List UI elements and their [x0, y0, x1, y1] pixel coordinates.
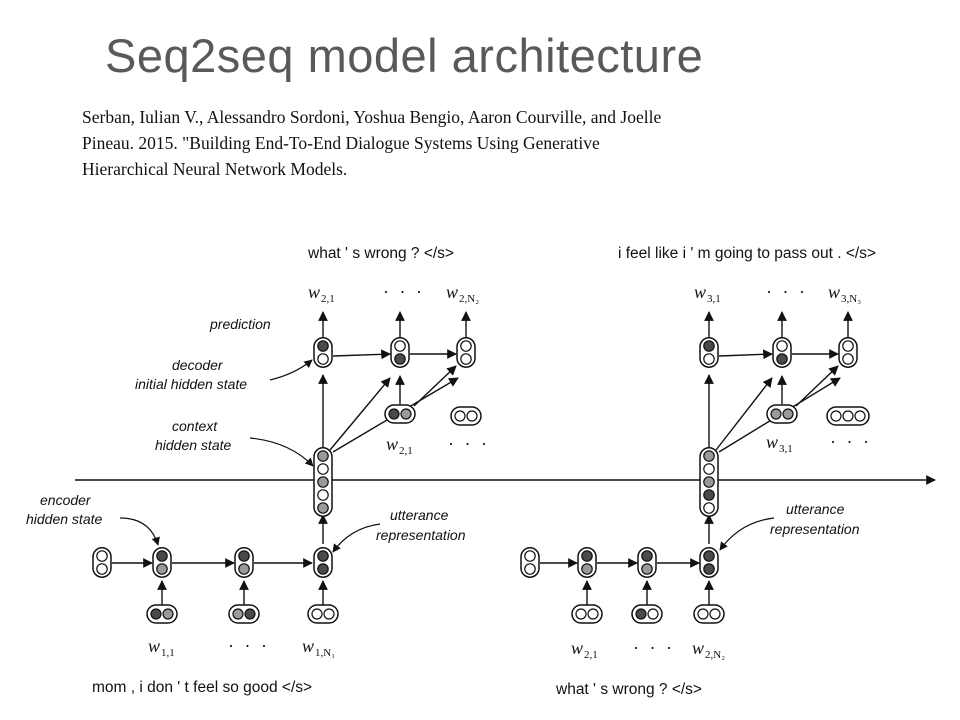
svg-text:w: w: [766, 432, 778, 452]
citation-line-2: Pineau. 2015. "Building End-To-End Dialo…: [82, 133, 600, 153]
pointer-encoder: [119, 517, 160, 546]
annotation-encoder-hidden-state: hidden state: [26, 511, 102, 527]
decoder-right-node-3: [838, 337, 858, 368]
pointer-decoder: [269, 359, 313, 381]
annotation-utterance-representation-right: representation: [770, 521, 860, 537]
context-node-left: [313, 447, 333, 517]
ellipsis-bottom-right: · · ·: [633, 638, 675, 658]
annotation-pointers: [119, 359, 775, 553]
decoder-left-node-1: [313, 337, 333, 368]
ellipsis-bottom-left: · · ·: [228, 636, 270, 656]
svg-text:w: w: [308, 282, 320, 302]
svg-text:1,N₁: 1,N₁: [315, 647, 335, 659]
decoder-right-node-2: [772, 337, 792, 368]
decoder-left-node-2: [390, 337, 410, 368]
pointer-context: [249, 437, 314, 467]
annotation-utterance-right: utterance: [786, 501, 845, 517]
svg-text:3,1: 3,1: [707, 293, 721, 305]
svg-text:2,1: 2,1: [584, 649, 598, 661]
ellipsis-decoder-right: · · ·: [830, 432, 872, 452]
encoder-right-initial-node: [520, 547, 540, 578]
embedding-left-2: [228, 604, 260, 624]
annotation-utterance-representation-left: representation: [376, 527, 466, 543]
svg-text:w: w: [828, 282, 840, 302]
dec-r-in-3: [795, 365, 839, 407]
annotation-encoder: encoder: [40, 492, 92, 508]
pointer-utterance-right: [719, 517, 775, 551]
embedding-right-1: [571, 604, 603, 624]
annotation-decoder: decoder: [172, 357, 224, 373]
svg-text:2,1: 2,1: [321, 293, 335, 305]
ctx-r-to-dec-2: [715, 377, 773, 451]
svg-text:w: w: [446, 282, 458, 302]
encoder-right-node-2: [637, 547, 657, 578]
encoder-left-node-3: [313, 547, 333, 578]
encoder-left-node-1: [152, 547, 172, 578]
dec-r-1-2: [718, 349, 773, 360]
annotation-decoder-initial-hidden-state: initial hidden state: [135, 376, 247, 392]
rnn-nodes: [92, 337, 870, 624]
decoder-left-node-3: [456, 337, 476, 368]
svg-text:w: w: [386, 434, 398, 454]
slide-title: Seq2seq model architecture: [105, 29, 704, 82]
svg-text:w: w: [692, 638, 704, 658]
svg-text:2,N₂: 2,N₂: [459, 293, 479, 305]
svg-text:2,N₂: 2,N₂: [705, 649, 725, 661]
svg-text:1,1: 1,1: [161, 647, 175, 659]
connection-arrows: [75, 311, 936, 605]
svg-text:3,1: 3,1: [779, 443, 793, 455]
dec-l-1-2: [332, 349, 391, 360]
encoder-left-initial-node: [92, 547, 112, 578]
annotation-utterance-left: utterance: [390, 507, 449, 523]
dec-l-in-3: [413, 365, 457, 407]
context-node-right: [699, 447, 719, 517]
decoder-embedding-right-3: [826, 406, 870, 426]
embedding-right-3: [693, 604, 725, 624]
embedding-left-3: [307, 604, 339, 624]
decoder-embedding-left-3: [450, 406, 482, 426]
pointer-utterance-left: [332, 523, 381, 553]
svg-text:w: w: [148, 636, 160, 656]
utterance-bottom-left: mom , i don ' t feel so good </s>: [92, 679, 312, 696]
embedding-left-1: [146, 604, 178, 624]
svg-text:2,1: 2,1: [399, 445, 413, 457]
annotation-context: context: [172, 418, 218, 434]
annotation-context-hidden-state: hidden state: [155, 437, 231, 453]
decoder-embedding-right-2: [766, 404, 798, 424]
utterance-bottom-right: what ' s wrong ? </s>: [555, 681, 702, 698]
ctx-l-to-dec-2: [329, 377, 391, 451]
encoder-right-node-3: [699, 547, 719, 578]
citation: Serban, Iulian V., Alessandro Sordoni, Y…: [82, 104, 822, 182]
svg-text:w: w: [302, 636, 314, 656]
svg-text:3,N₃: 3,N₃: [841, 293, 861, 305]
decoder-embedding-left-2: [384, 404, 416, 424]
citation-line-3: Hierarchical Neural Network Models.: [82, 159, 348, 179]
decoder-right-node-1: [699, 337, 719, 368]
utterance-top-left: what ' s wrong ? </s>: [307, 245, 454, 262]
embedding-right-2: [631, 604, 663, 624]
encoder-left-node-2: [234, 547, 254, 578]
ellipsis-decoder-left: · · ·: [448, 434, 490, 454]
svg-text:w: w: [571, 638, 583, 658]
ellipsis-top-right: · · ·: [766, 282, 808, 302]
annotation-prediction: prediction: [209, 316, 271, 332]
encoder-right-node-1: [577, 547, 597, 578]
utterance-top-right: i feel like i ' m going to pass out . </…: [618, 245, 876, 262]
svg-text:w: w: [694, 282, 706, 302]
ellipsis-top-left: · · ·: [383, 282, 425, 302]
citation-line-1: Serban, Iulian V., Alessandro Sordoni, Y…: [82, 107, 662, 127]
